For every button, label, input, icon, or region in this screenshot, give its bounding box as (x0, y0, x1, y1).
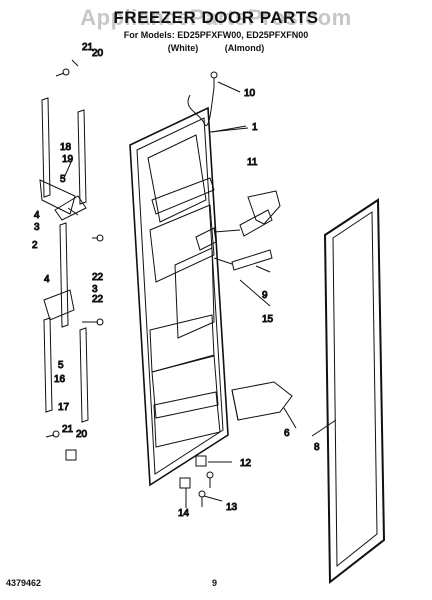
callout-22-top: 22 (92, 272, 104, 283)
callout-4-top: 4 (34, 210, 40, 221)
callout-5-bottom: 5 (58, 360, 64, 371)
callout-labels: 21 20 10 1 18 19 5 11 4 3 2 22 9 4 3 22 … (32, 42, 321, 520)
door-bin (231, 381, 293, 421)
lower-hinge-rails (43, 222, 89, 423)
callout-9: 9 (262, 290, 268, 301)
watermark: AppliancePartsPros.com (80, 5, 352, 30)
callout-20-bottom: 20 (76, 429, 88, 440)
callout-18: 18 (60, 142, 72, 153)
document-number: 4379462 (6, 578, 42, 588)
ice-chute (213, 190, 281, 237)
callout-3-top: 3 (34, 222, 40, 233)
callout-11: 11 (247, 157, 258, 168)
dispenser-trim (213, 249, 273, 271)
callout-8: 8 (314, 442, 320, 453)
leader-lines (63, 59, 337, 508)
callout-2: 2 (32, 240, 38, 251)
model-subtitle: For Models: ED25PFXFW00, ED25PFXFN00 (123, 30, 309, 40)
callout-3-bottom: 3 (92, 284, 98, 295)
hinge-blocks (65, 449, 207, 489)
color-white-label: (White) (167, 43, 199, 53)
callout-21-top: 21 (82, 42, 94, 53)
callout-14: 14 (178, 508, 190, 519)
callout-20-top: 20 (92, 48, 104, 59)
callout-6: 6 (284, 428, 290, 439)
callout-16: 16 (54, 374, 66, 385)
callout-5-top: 5 (60, 174, 66, 185)
diagram-title: FREEZER DOOR PARTS (113, 8, 319, 27)
callout-22-bottom: 22 (92, 294, 104, 305)
upper-hinge-rails (39, 97, 87, 221)
callout-10: 10 (244, 88, 256, 99)
callout-15: 15 (262, 314, 274, 325)
door-gasket (323, 198, 386, 585)
color-variants: (White) (Almond) (0, 43, 432, 53)
callout-19: 19 (62, 154, 74, 165)
wire-harness (187, 87, 215, 126)
screw-group (45, 68, 218, 507)
callout-21-bottom: 21 (62, 424, 74, 435)
callout-4-bottom: 4 (44, 274, 50, 285)
door-assembly (129, 106, 249, 487)
color-almond-label: (Almond) (224, 43, 265, 53)
callout-12: 12 (240, 458, 252, 469)
callout-13: 13 (226, 502, 238, 513)
callout-17: 17 (58, 402, 70, 413)
page-number: 9 (212, 578, 218, 588)
callout-1: 1 (252, 122, 258, 133)
